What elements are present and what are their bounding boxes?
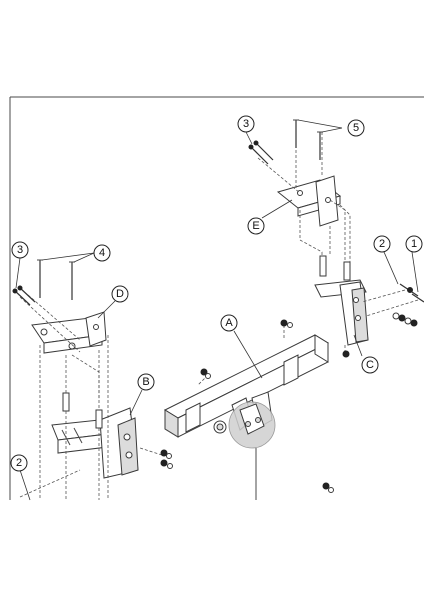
callout-5: 5 bbox=[347, 119, 365, 137]
callout-3-left-label: 3 bbox=[17, 244, 23, 256]
callout-b: B bbox=[137, 373, 155, 391]
callout-4: 4 bbox=[93, 244, 111, 262]
bracket-part-c bbox=[314, 279, 369, 346]
nut-stack-left bbox=[160, 449, 173, 469]
callout-d: D bbox=[111, 285, 129, 303]
assembly-guide-lines bbox=[19, 120, 419, 500]
callout-e: E bbox=[247, 217, 265, 235]
page-frame bbox=[9, 96, 424, 500]
leader-lines bbox=[15, 119, 419, 501]
bracket-part-b bbox=[51, 407, 139, 479]
bolts-item-4 bbox=[37, 259, 75, 300]
callout-4-label: 4 bbox=[99, 247, 105, 259]
callout-1: 1 bbox=[405, 235, 423, 253]
callout-e-label: E bbox=[252, 220, 259, 232]
callout-a-label: A bbox=[225, 317, 233, 329]
callout-b-label: B bbox=[142, 376, 149, 388]
callout-2-left: 2 bbox=[10, 454, 28, 472]
plate-part-e bbox=[276, 175, 342, 227]
bolts-item-1-2 bbox=[399, 283, 424, 303]
callout-1-label: 1 bbox=[411, 238, 417, 250]
bolts-item-3-left bbox=[12, 285, 36, 306]
callout-2-right-label: 2 bbox=[379, 238, 385, 250]
detail-highlight bbox=[228, 401, 276, 500]
bolts-item-5 bbox=[293, 119, 323, 160]
callout-3-top: 3 bbox=[237, 115, 255, 133]
bolts-item-3-top bbox=[248, 140, 274, 165]
callout-d-label: D bbox=[116, 288, 124, 300]
callout-3-left: 3 bbox=[11, 241, 29, 259]
callout-c-label: C bbox=[366, 359, 374, 371]
callout-3-top-label: 3 bbox=[243, 118, 249, 130]
spacer-tubes-right bbox=[319, 255, 351, 281]
nut-stack-mid bbox=[200, 319, 350, 493]
callout-5-label: 5 bbox=[353, 122, 359, 134]
crossbar-part-a bbox=[163, 334, 330, 438]
callout-a: A bbox=[220, 314, 238, 332]
callout-2-left-label: 2 bbox=[16, 457, 22, 469]
nut-stack-right bbox=[392, 312, 418, 327]
callout-c: C bbox=[361, 356, 379, 374]
callout-2-right: 2 bbox=[373, 235, 391, 253]
